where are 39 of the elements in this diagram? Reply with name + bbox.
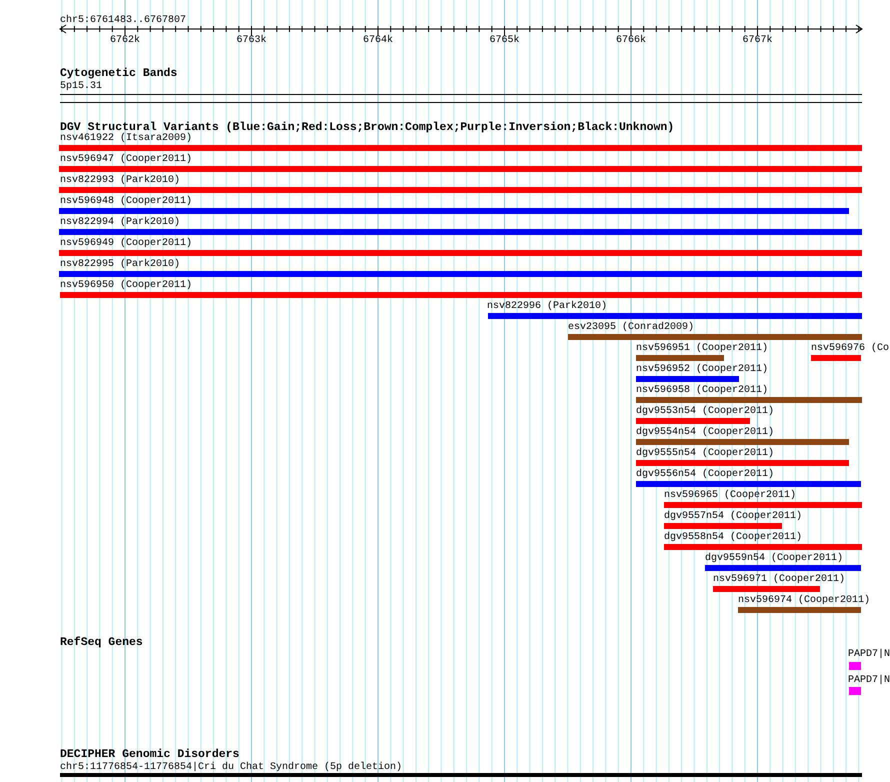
tick-label: 6765k: [490, 35, 520, 46]
coordinate-label: chr5:6761483..6767807: [60, 15, 186, 26]
variant-label: dgv9557n54 (Cooper2011): [664, 511, 802, 522]
gene-label: PAPD7|N: [848, 675, 890, 686]
track-title: Cytogenetic Bands: [60, 68, 178, 80]
variant-label: nsv596950 (Cooper2011): [60, 280, 192, 291]
gene-label: PAPD7|N: [848, 649, 890, 660]
track-title: RefSeq Genes: [60, 637, 143, 649]
variant-label: nsv596948 (Cooper2011): [60, 196, 192, 207]
variant-label: dgv9559n54 (Cooper2011): [705, 553, 844, 564]
tick-label: 6767k: [742, 35, 772, 46]
variant-label: nsv596952 (Cooper2011): [636, 364, 768, 375]
variant-label: nsv596974 (Cooper2011): [738, 595, 870, 606]
disorder-label: chr5:11776854-11776854|Cri du Chat Syndrome (5p deletion): [60, 762, 402, 773]
variant-label: nsv822996 (Park2010): [487, 301, 608, 312]
variant-label: nsv461922 (Itsara2009): [60, 133, 192, 144]
variant-label: nsv596971 (Cooper2011): [713, 574, 846, 585]
band-label: 5p15.31: [60, 81, 102, 92]
tick-label: 6764k: [363, 35, 393, 46]
variant-label: nsv596958 (Cooper2011): [636, 385, 768, 396]
variant-label: nsv822994 (Park2010): [60, 217, 180, 228]
tick-label: 6763k: [236, 35, 266, 46]
track-title: DECIPHER Genomic Disorders: [60, 749, 240, 761]
variant-label: nsv596949 (Cooper2011): [60, 238, 192, 249]
variant-label: nsv596965 (Cooper2011): [664, 490, 796, 501]
variant-label: esv23095 (Conrad2009): [568, 322, 694, 333]
track-title: DGV Structural Variants (Blue:Gain;Red:Loss;Brown:Complex;Purple:Inversion;Black:Unknown): [60, 122, 674, 134]
variant-label: nsv822995 (Park2010): [60, 259, 180, 270]
variant-label: nsv822993 (Park2010): [60, 175, 180, 186]
variant-label: dgv9553n54 (Cooper2011): [636, 406, 774, 417]
variant-label: nsv596947 (Cooper2011): [60, 154, 192, 165]
tick-label: 6766k: [616, 35, 646, 46]
variant-label: nsv596976 (Co: [811, 343, 890, 354]
variant-label: dgv9555n54 (Cooper2011): [636, 448, 774, 459]
variant-label: dgv9558n54 (Cooper2011): [664, 532, 802, 543]
variant-label: dgv9556n54 (Cooper2011): [636, 469, 774, 480]
variant-label: nsv596951 (Cooper2011): [636, 343, 768, 354]
variant-label: dgv9554n54 (Cooper2011): [636, 427, 774, 438]
tick-label: 6762k: [110, 35, 140, 46]
